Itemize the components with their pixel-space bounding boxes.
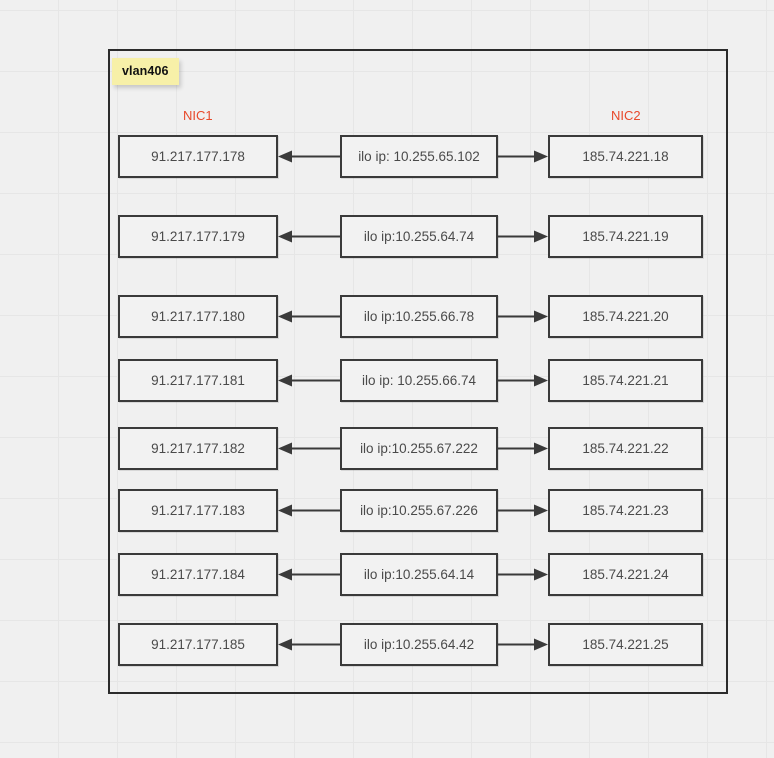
- ilo-node-box[interactable]: ilo ip:10.255.67.226: [340, 489, 498, 532]
- nic1-node-box[interactable]: 91.217.177.178: [118, 135, 278, 178]
- arrow-right-icon[interactable]: [498, 553, 548, 596]
- ilo-node-box[interactable]: ilo ip:10.255.64.74: [340, 215, 498, 258]
- ilo-node-box[interactable]: ilo ip:10.255.67.222: [340, 427, 498, 470]
- arrow-left-icon[interactable]: [278, 489, 340, 532]
- arrow-left-icon[interactable]: [278, 215, 340, 258]
- ilo-node-box[interactable]: ilo ip:10.255.64.14: [340, 553, 498, 596]
- nic1-node-box[interactable]: 91.217.177.184: [118, 553, 278, 596]
- arrow-right-icon[interactable]: [498, 427, 548, 470]
- arrow-left-icon[interactable]: [278, 359, 340, 402]
- vlan-container-shape[interactable]: [108, 49, 728, 694]
- nic1-node-box[interactable]: 91.217.177.179: [118, 215, 278, 258]
- nic2-node-box[interactable]: 185.74.221.20: [548, 295, 703, 338]
- ilo-node-box[interactable]: ilo ip: 10.255.65.102: [340, 135, 498, 178]
- nic1-node-box[interactable]: 91.217.177.185: [118, 623, 278, 666]
- arrow-right-icon[interactable]: [498, 135, 548, 178]
- nic2-node-box[interactable]: 185.74.221.21: [548, 359, 703, 402]
- nic2-node-box[interactable]: 185.74.221.23: [548, 489, 703, 532]
- vlan-label[interactable]: vlan406: [112, 58, 179, 85]
- ilo-node-box[interactable]: ilo ip: 10.255.66.74: [340, 359, 498, 402]
- nic2-node-box[interactable]: 185.74.221.22: [548, 427, 703, 470]
- ilo-node-box[interactable]: ilo ip:10.255.66.78: [340, 295, 498, 338]
- nic2-node-box[interactable]: 185.74.221.24: [548, 553, 703, 596]
- arrow-right-icon[interactable]: [498, 295, 548, 338]
- arrow-left-icon[interactable]: [278, 553, 340, 596]
- ilo-node-box[interactable]: ilo ip:10.255.64.42: [340, 623, 498, 666]
- arrow-right-icon[interactable]: [498, 623, 548, 666]
- column-heading-nic2: NIC2: [611, 108, 641, 123]
- nic1-node-box[interactable]: 91.217.177.182: [118, 427, 278, 470]
- arrow-left-icon[interactable]: [278, 135, 340, 178]
- nic2-node-box[interactable]: 185.74.221.18: [548, 135, 703, 178]
- arrow-right-icon[interactable]: [498, 215, 548, 258]
- nic1-node-box[interactable]: 91.217.177.180: [118, 295, 278, 338]
- nic1-node-box[interactable]: 91.217.177.181: [118, 359, 278, 402]
- column-heading-nic1: NIC1: [183, 108, 213, 123]
- arrow-right-icon[interactable]: [498, 489, 548, 532]
- arrow-left-icon[interactable]: [278, 623, 340, 666]
- nic2-node-box[interactable]: 185.74.221.19: [548, 215, 703, 258]
- nic2-node-box[interactable]: 185.74.221.25: [548, 623, 703, 666]
- arrow-right-icon[interactable]: [498, 359, 548, 402]
- arrow-left-icon[interactable]: [278, 427, 340, 470]
- nic1-node-box[interactable]: 91.217.177.183: [118, 489, 278, 532]
- arrow-left-icon[interactable]: [278, 295, 340, 338]
